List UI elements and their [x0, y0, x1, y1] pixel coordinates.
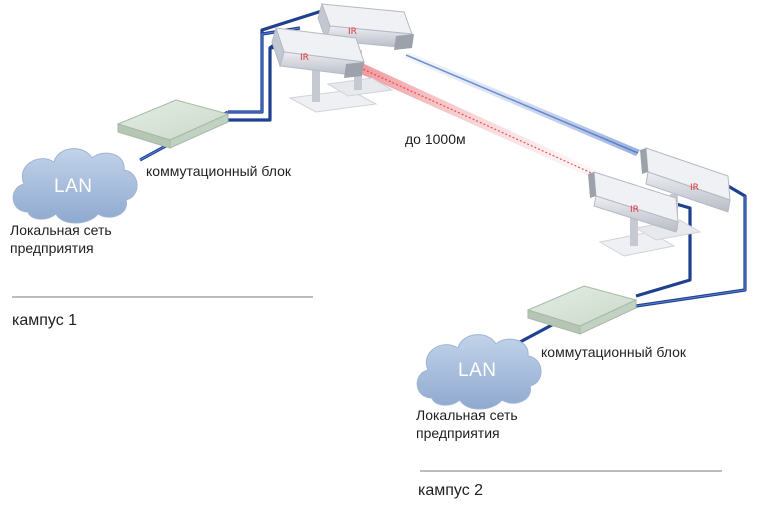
campus1-lan-cloud	[12, 148, 138, 224]
campus2-lan-label: LAN	[458, 360, 497, 381]
campus1-switch-label: коммутационный блок	[146, 163, 292, 179]
optical-device-1a: IR	[317, 2, 414, 50]
device-mark: IR	[348, 27, 357, 37]
campus2-lan-cloud	[416, 334, 542, 410]
campus1-network-label-line2: предприятия	[10, 240, 94, 256]
campus2-switch-label: коммутационный блок	[541, 344, 687, 360]
device-mark: IR	[630, 205, 639, 215]
campus2-optical-devices: IR IR	[588, 147, 731, 257]
optical-device-1b: IR	[271, 26, 365, 78]
distance-label: до 1000м	[405, 131, 466, 147]
campus2-title: кампус 2	[418, 482, 484, 499]
campus1-lan-label: LAN	[54, 176, 93, 197]
optical-device-2b: IR	[588, 171, 679, 233]
campus2-network-label-line2: предприятия	[416, 425, 500, 441]
optical-device-2a: IR	[640, 147, 731, 213]
campus1-switch-box	[116, 99, 230, 149]
campus1-network-label-line1: Локальная сеть	[10, 222, 112, 238]
campus2-network-label-line1: Локальная сеть	[416, 407, 518, 423]
campus2-switch-box	[526, 285, 638, 335]
campus1-title: кампус 1	[12, 312, 78, 329]
laser-beams	[352, 52, 640, 180]
device-mark: IR	[690, 183, 699, 193]
device-mark: IR	[300, 53, 309, 63]
campus1-optical-devices: IR IR	[271, 2, 414, 113]
